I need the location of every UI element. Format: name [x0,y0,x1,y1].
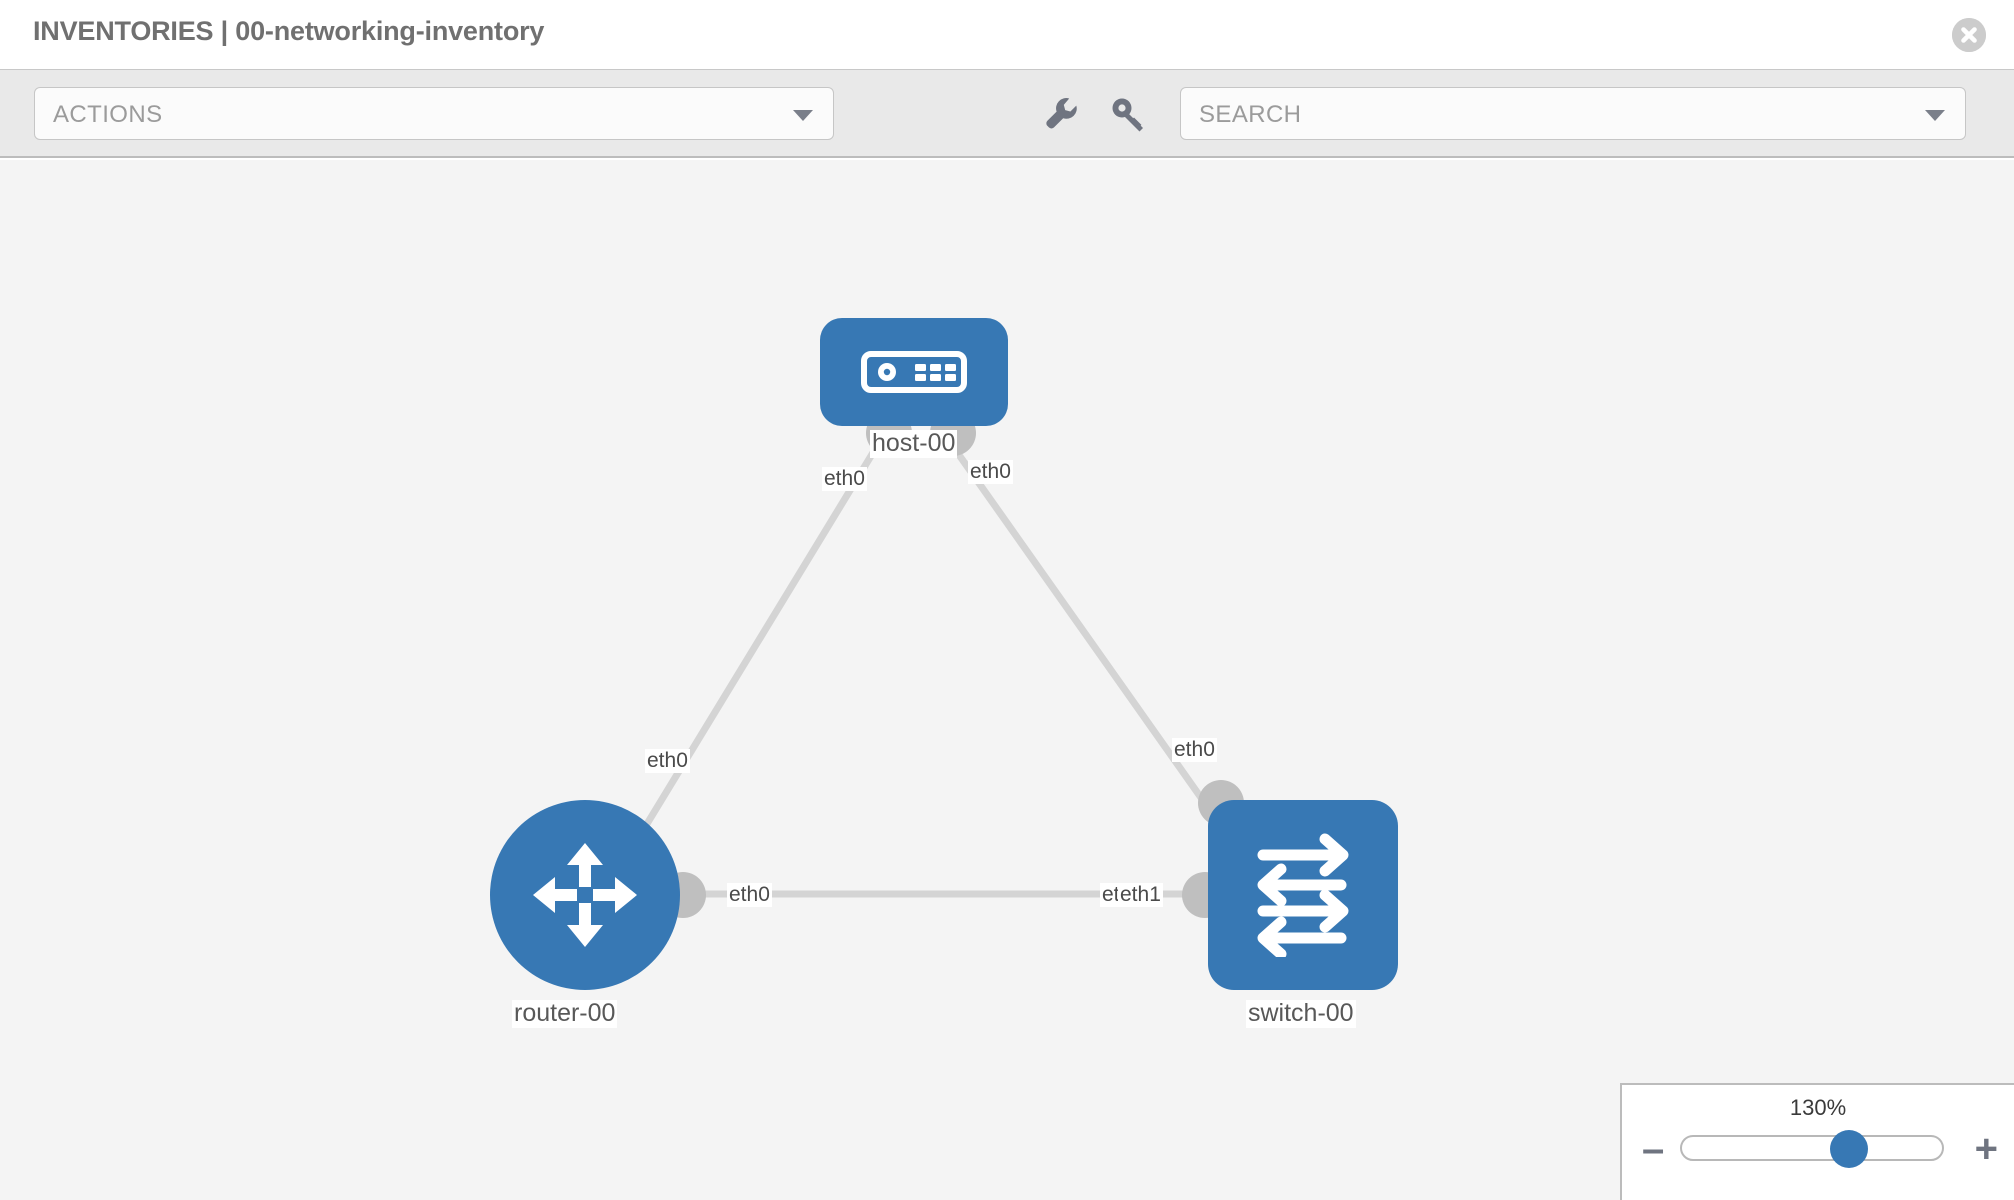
chevron-down-icon[interactable] [1925,110,1945,121]
zoom-in-button[interactable]: + [1974,1127,1998,1171]
page-header: INVENTORIES | 00-networking-inventory [0,0,2014,69]
actions-dropdown-label: ACTIONS [53,101,163,128]
zoom-slider[interactable] [1680,1130,1944,1168]
actions-dropdown[interactable]: ACTIONS [34,87,834,140]
topology-canvas[interactable]: host-00 router-00 [0,160,2014,1200]
iface-label-host-right: eth0 [968,460,1013,485]
node-router-00-shape[interactable] [490,800,680,990]
toolbar: ACTIONS SEARCH [0,69,2014,158]
zoom-slider-thumb[interactable] [1830,1130,1868,1168]
zoom-level-label: 130% [1789,1095,1847,1120]
chevron-down-icon [793,110,813,121]
node-switch-00-label: switch-00 [1246,999,1356,1028]
zoom-out-button[interactable]: – [1642,1127,1665,1171]
node-router-00-label: router-00 [512,999,618,1028]
four-arrows-inward-icon [533,843,637,947]
key-icon[interactable] [1106,90,1152,136]
server-appliance-icon [861,351,967,393]
iface-label-router-right: eth0 [727,883,772,908]
close-icon[interactable] [1952,18,1986,52]
search-input[interactable]: SEARCH [1180,87,1966,140]
node-host-00-shape[interactable] [820,318,1008,426]
iface-label-host-left: eth0 [822,467,867,492]
bidirectional-arrows-icon [1257,833,1349,957]
zoom-control: 130% – + [1620,1083,2014,1200]
iface-label-router-up: eth0 [645,749,690,774]
topology-links [622,425,1248,898]
wrench-icon[interactable] [1038,90,1084,136]
node-host-00-label: host-00 [870,429,958,458]
search-placeholder: SEARCH [1199,101,1302,128]
node-switch-00-shape[interactable] [1208,800,1398,990]
iface-label-switch-up: eth0 [1172,738,1217,763]
iface-label-switch-left-b: eth1 [1118,883,1163,908]
page-title: INVENTORIES | 00-networking-inventory [33,16,545,46]
